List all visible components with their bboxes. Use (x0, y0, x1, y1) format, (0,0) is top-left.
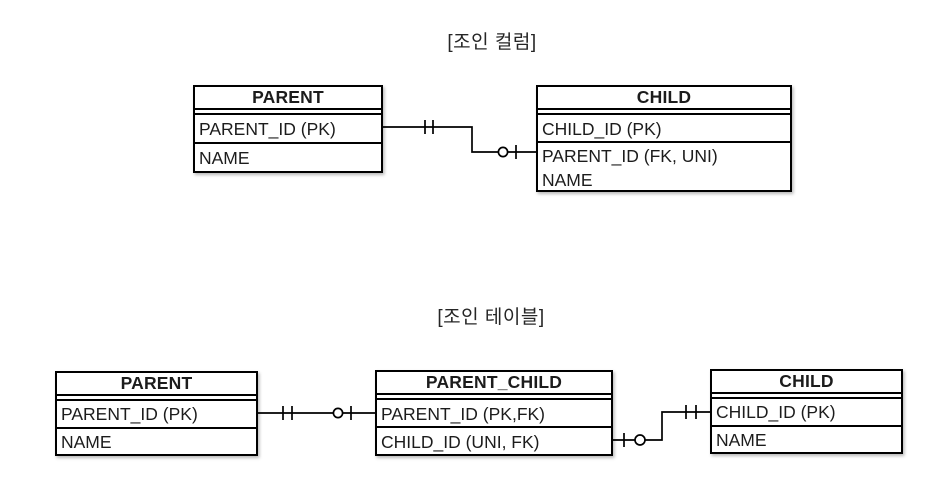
relation-bottom-join-child (611, 405, 711, 447)
table-title: CHILD (538, 87, 790, 110)
header-separator (538, 110, 790, 115)
column-name: CHILD_ID (PK) (716, 402, 836, 423)
table-title: CHILD (712, 371, 901, 394)
table-parent-bottom: PARENT PARENT_ID (PK) NAME (55, 371, 258, 456)
header-separator (712, 394, 901, 399)
column-row: NAME (57, 429, 256, 455)
column-row: CHILD_ID (UNI, FK) (377, 428, 611, 454)
column-row: NAME (712, 427, 901, 453)
column-row: PARENT_ID (PK) (57, 401, 256, 429)
column-row: CHILD_ID (PK) (712, 399, 901, 427)
cardinality-zero-icon (497, 146, 509, 158)
relation-top-parent-child (382, 120, 537, 159)
diagram-title-join-table: [조인 테이블] (437, 307, 545, 328)
cardinality-one-icon (685, 405, 697, 419)
column-name: NAME (542, 170, 593, 190)
header-separator (195, 110, 381, 115)
column-name: CHILD_ID (UNI, FK) (381, 431, 540, 452)
column-name: PARENT_ID (PK) (61, 404, 198, 425)
column-name: PARENT_ID (PK) (199, 119, 336, 139)
column-row: CHILD_ID (PK) (538, 115, 790, 143)
table-columns: PARENT_ID (PK,FK) CHILD_ID (UNI, FK) (377, 400, 611, 454)
column-row: NAME (195, 144, 381, 171)
header-separator (57, 396, 256, 401)
table-parent-top: PARENT PARENT_ID (PK) NAME (193, 85, 383, 173)
cardinality-one-icon (424, 120, 434, 134)
column-name: CHILD_ID (PK) (542, 118, 662, 139)
relation-line (611, 411, 711, 441)
table-title: PARENT (195, 87, 381, 110)
table-columns: PARENT_ID (PK) NAME (57, 401, 256, 454)
column-row: PARENT_ID (FK, UNI) NAME (538, 143, 790, 192)
header-separator (377, 395, 611, 400)
column-name: PARENT_ID (PK,FK) (381, 403, 546, 424)
cardinality-zero-icon (634, 434, 646, 446)
table-columns: CHILD_ID (PK) NAME (712, 399, 901, 452)
column-row: PARENT_ID (PK) (195, 115, 381, 144)
table-title: PARENT_CHILD (377, 372, 611, 395)
table-columns: PARENT_ID (PK) NAME (195, 115, 381, 171)
table-parent-child-join: PARENT_CHILD PARENT_ID (PK,FK) CHILD_ID … (375, 370, 613, 456)
column-name: PARENT_ID (FK, UNI) (542, 146, 718, 166)
table-columns: CHILD_ID (PK) PARENT_ID (FK, UNI) NAME (538, 115, 790, 192)
diagram-title-join-column: [조인 컬럼] (447, 32, 537, 53)
relation-bottom-parent-join (256, 406, 376, 420)
table-child-bottom: CHILD CHILD_ID (PK) NAME (710, 369, 903, 454)
column-name: NAME (199, 148, 250, 168)
column-name: NAME (61, 431, 112, 452)
table-title: PARENT (57, 373, 256, 396)
relation-line (382, 126, 537, 153)
cardinality-one-icon (282, 406, 293, 420)
column-row: PARENT_ID (PK,FK) (377, 400, 611, 428)
column-name: NAME (716, 429, 767, 450)
table-child-top: CHILD CHILD_ID (PK) PARENT_ID (FK, UNI) … (536, 85, 792, 192)
cardinality-zero-icon (332, 407, 344, 419)
